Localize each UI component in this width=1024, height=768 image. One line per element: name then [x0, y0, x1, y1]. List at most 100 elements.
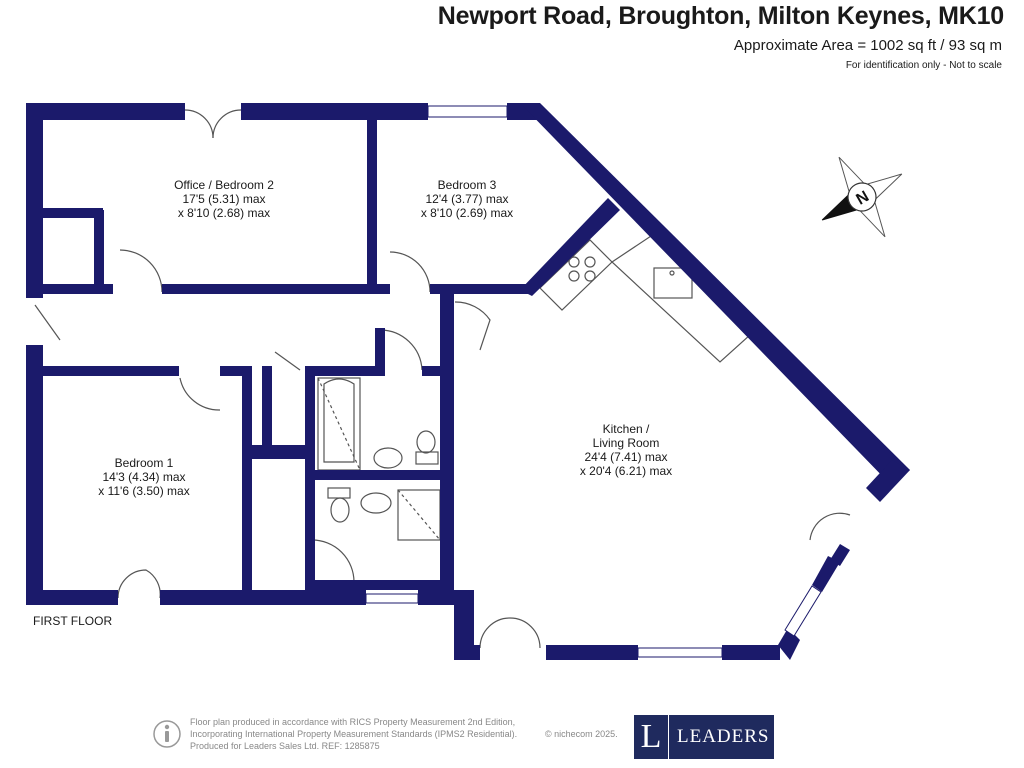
floor-plan-walls [26, 103, 910, 660]
wall [375, 328, 385, 376]
wall [305, 366, 315, 591]
footer-line: Produced for Leaders Sales Ltd. REF: 128… [190, 741, 380, 751]
room-dimension: 14'3 (4.34) max [102, 470, 186, 484]
wall-south-east [812, 556, 840, 592]
ensuite-cistern [327, 487, 351, 499]
room-name: Bedroom 3 [437, 178, 497, 192]
wall [430, 284, 530, 294]
room-dimension: x 8'10 (2.69) max [420, 206, 514, 220]
wall [43, 366, 179, 376]
wall [262, 366, 272, 446]
window [427, 105, 508, 118]
shower-tray-diagonal [397, 489, 441, 541]
wall [26, 103, 43, 298]
door-swing [274, 351, 301, 371]
wall [94, 210, 104, 294]
footer-disclaimer: Floor plan produced in accordance with R… [190, 716, 517, 752]
room-name: Kitchen / [602, 422, 650, 436]
compass-rose [821, 156, 903, 238]
wall-north-east-return [866, 460, 910, 502]
room-dimension: x 8'10 (2.68) max [177, 206, 271, 220]
hob-ring [584, 256, 596, 268]
wall [454, 645, 480, 660]
shower-screen [317, 377, 361, 471]
footer-line: Floor plan produced in accordance with R… [190, 717, 516, 727]
wall [315, 470, 440, 480]
wall [242, 376, 252, 590]
footer-line: Incorporating International Property Mea… [190, 729, 518, 739]
window [784, 585, 822, 637]
wall [252, 445, 312, 459]
room-name: Living Room [592, 436, 660, 450]
floor-level-label: FIRST FLOOR [33, 614, 113, 628]
sink [653, 267, 693, 299]
compass-center [847, 182, 877, 212]
door-swing [479, 617, 541, 649]
door-swing [184, 109, 214, 139]
logo-letter: L [634, 715, 669, 759]
info-person-icon [153, 720, 181, 748]
wall [220, 366, 252, 376]
door-swing [389, 251, 431, 293]
wall [43, 208, 103, 218]
door-swing [34, 304, 61, 341]
room-label-bedroom-1: Bedroom 1 14'3 (4.34) max x 11'6 (3.50) … [54, 456, 234, 498]
wall-bedroom3-diagonal [520, 198, 620, 296]
ensuite-basin [360, 492, 392, 514]
door-swing [379, 329, 423, 371]
wall [43, 284, 113, 294]
door-swing [179, 377, 221, 411]
basin [373, 447, 403, 469]
footer-copyright: © nichecom 2025. [545, 729, 618, 739]
wc-bowl [416, 430, 436, 454]
room-dimension: x 20'4 (6.21) max [579, 464, 673, 478]
room-dimension: 17'5 (5.31) max [182, 192, 266, 206]
ensuite-wc [330, 497, 350, 523]
door-swing [212, 109, 242, 139]
door-swing [454, 301, 491, 351]
wall [422, 366, 444, 376]
room-label-office: Office / Bedroom 2 17'5 (5.31) max x 8'1… [134, 178, 314, 220]
wall [440, 292, 454, 592]
wall [162, 284, 390, 294]
sink-tap [669, 270, 675, 276]
wall [315, 580, 440, 590]
wall [26, 590, 118, 605]
wall [305, 366, 375, 376]
wall-diagonal-north-east [520, 103, 910, 486]
hob-ring [568, 256, 580, 268]
window [365, 593, 419, 604]
door-swing [311, 539, 355, 583]
wall [722, 645, 780, 660]
door-swing [117, 569, 161, 599]
room-dimension: x 11'6 (3.50) max [98, 484, 190, 498]
wall [367, 118, 377, 294]
hob-ring [568, 270, 580, 282]
wall [160, 590, 366, 605]
wall [26, 345, 43, 605]
door-swing [119, 249, 163, 293]
window [637, 647, 723, 658]
scale-disclaimer: For identification only - Not to scale [845, 60, 1002, 71]
room-dimension: 24'4 (7.41) max [584, 450, 668, 464]
room-label-kitchen-living: Kitchen / Living Room 24'4 (7.41) max x … [536, 422, 716, 478]
wall-south-east [830, 544, 850, 566]
wall [26, 103, 185, 120]
room-name: Office / Bedroom 2 [174, 178, 274, 192]
room-label-bedroom-3: Bedroom 3 12'4 (3.77) max x 8'10 (2.69) … [377, 178, 557, 220]
door-swing [809, 512, 851, 541]
room-dimension: 12'4 (3.77) max [425, 192, 509, 206]
wc-cistern [415, 451, 439, 465]
floor-plan-windows [365, 105, 822, 658]
bathtub-basin [323, 378, 355, 463]
leaders-logo: L LEADERS [634, 715, 774, 759]
wall [454, 590, 474, 660]
approximate-area: Approximate Area = 1002 sq ft / 93 sq m [733, 37, 1002, 54]
logo-wordmark: LEADERS [677, 726, 770, 747]
property-address-title: Newport Road, Broughton, Milton Keynes, … [437, 2, 1004, 30]
room-name: Bedroom 1 [114, 456, 174, 470]
wall [546, 645, 638, 660]
hob-ring [584, 270, 596, 282]
wall [241, 103, 428, 120]
